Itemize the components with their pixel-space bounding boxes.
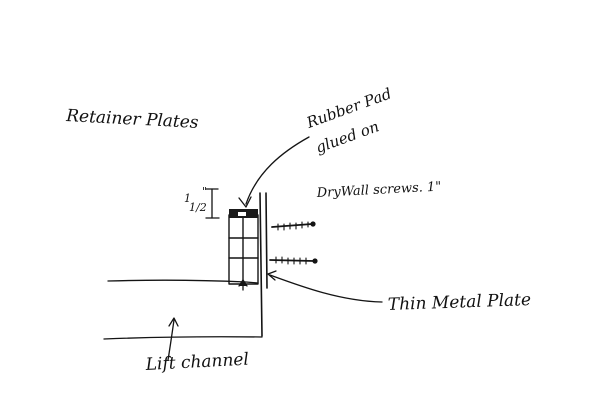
dimension-marker [205, 188, 220, 219]
drywall-screw-upper [271, 221, 316, 231]
rubber-pad [229, 209, 258, 218]
drywall-screw-lower [269, 256, 318, 265]
thin-metal-plate [259, 192, 268, 337]
rubber-pad-label-line1: Rubber Pad [303, 84, 394, 132]
metal-plate-leader [267, 270, 383, 303]
dimension-unit: " [202, 185, 207, 198]
screws-label: DryWall screws. 1" [315, 179, 441, 201]
metal-plate-label: Thin Metal Plate [387, 290, 531, 315]
left-plate-arrow [238, 279, 248, 291]
retainer-plate [228, 214, 259, 285]
lift-channel-arrow [167, 317, 179, 361]
dimension-fraction: 1/2 [189, 201, 207, 214]
dimension-whole: 1 [184, 192, 191, 205]
lift-channel [103, 279, 263, 340]
diagram-title: Retainer Plates [65, 106, 200, 133]
rubber-pad-arrow [238, 136, 310, 208]
lift-channel-label: Lift channel [144, 350, 249, 375]
